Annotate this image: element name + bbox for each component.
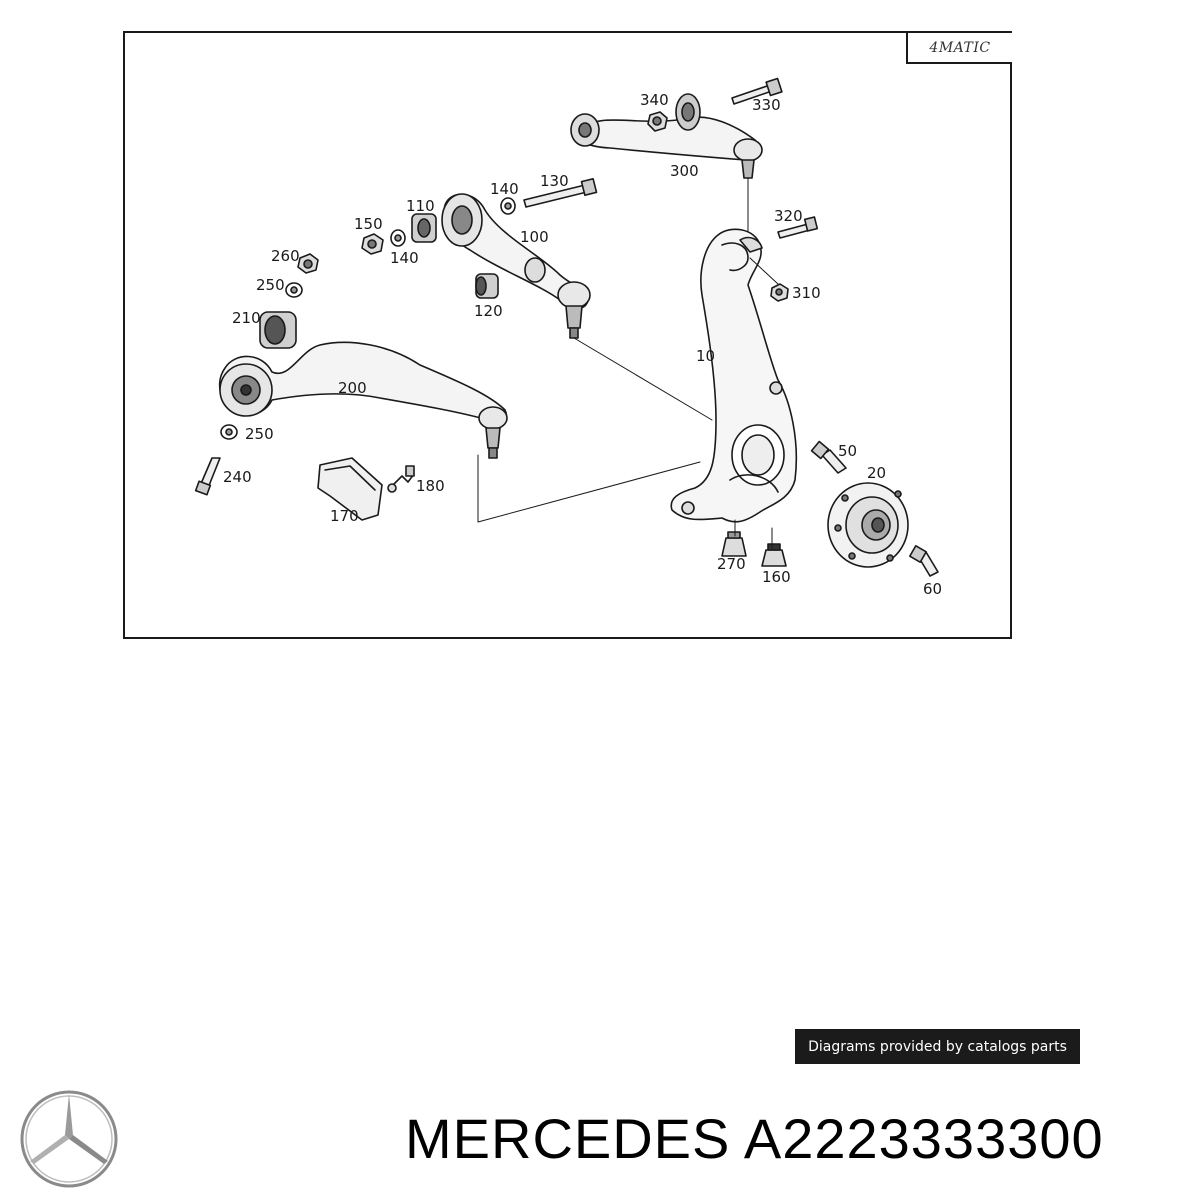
callout-120: 120 <box>474 302 503 320</box>
mercedes-star-icon <box>20 1090 118 1188</box>
nut-270 <box>721 531 747 557</box>
washer-140b <box>390 229 406 247</box>
callout-240: 240 <box>223 468 252 486</box>
callout-250: 250 <box>256 276 285 294</box>
callout-260: 260 <box>271 247 300 265</box>
callout-250: 250 <box>245 425 274 443</box>
callout-310: 310 <box>792 284 821 302</box>
callout-100: 100 <box>520 228 549 246</box>
callout-210: 210 <box>232 309 261 327</box>
upper-control-arm-300 <box>570 93 763 179</box>
callout-320: 320 <box>774 207 803 225</box>
callout-10: 10 <box>696 347 715 365</box>
steering-knuckle-10 <box>670 228 798 523</box>
callout-60: 60 <box>923 580 942 598</box>
callout-200: 200 <box>338 379 367 397</box>
part-title: MERCEDES A2223333300 <box>405 1107 1104 1170</box>
bolt-240 <box>194 457 221 496</box>
credit-banner: Diagrams provided by catalogs parts <box>795 1029 1080 1064</box>
sensor-180 <box>387 465 415 493</box>
washer-140a <box>500 197 516 215</box>
callout-140: 140 <box>390 249 419 267</box>
callout-180: 180 <box>416 477 445 495</box>
4matic-badge: 4MATIC <box>906 33 1012 64</box>
bolt-130 <box>523 177 598 208</box>
callout-170: 170 <box>330 507 359 525</box>
tension-strut-100 <box>441 193 591 339</box>
callout-340: 340 <box>640 91 669 109</box>
nut-340 <box>647 111 668 132</box>
callout-300: 300 <box>670 162 699 180</box>
callout-160: 160 <box>762 568 791 586</box>
bushing-110 <box>411 213 437 243</box>
callout-150: 150 <box>354 215 383 233</box>
bracket-170 <box>317 457 383 521</box>
callout-110: 110 <box>406 197 435 215</box>
nut-310 <box>770 283 789 302</box>
nut-260 <box>297 253 319 274</box>
nut-150 <box>361 233 384 255</box>
callout-20: 20 <box>867 464 886 482</box>
callout-330: 330 <box>752 96 781 114</box>
nut-160 <box>761 543 787 567</box>
bolt-60 <box>909 545 939 577</box>
bushing-210 <box>259 311 297 349</box>
bushing-120 <box>475 273 499 299</box>
callout-140: 140 <box>490 180 519 198</box>
badge-label: 4MATIC <box>929 39 991 56</box>
wheel-hub-20 <box>827 482 909 568</box>
bolt-330 <box>731 77 783 105</box>
callout-130: 130 <box>540 172 569 190</box>
bolt-320 <box>777 216 819 239</box>
callout-50: 50 <box>838 442 857 460</box>
washer-250a <box>285 282 303 298</box>
lower-control-arm-200 <box>218 341 508 459</box>
callout-270: 270 <box>717 555 746 573</box>
washer-250b <box>220 424 238 440</box>
leader-lines <box>477 337 773 549</box>
credit-text: Diagrams provided by catalogs parts <box>808 1038 1067 1055</box>
bolt-50 <box>810 440 847 474</box>
